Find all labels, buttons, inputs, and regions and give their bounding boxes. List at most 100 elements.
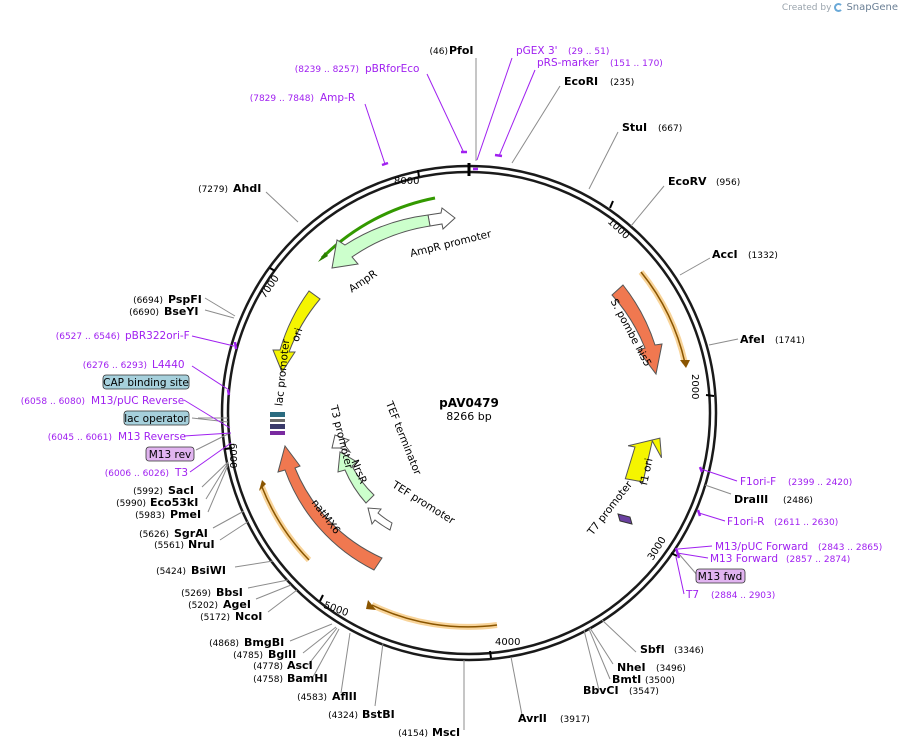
enzyme-name-bamhi: BamHI [287,672,328,685]
primer-name-prs: pRS-marker [537,57,600,69]
enzyme-line-acci [679,257,711,276]
primer-pos-prs: (151 .. 170) [610,59,663,69]
primer-pos-pgex: (29 .. 51) [568,47,609,57]
primer-name-pbr322ori: pBR322ori-F [125,330,190,342]
tick-mark-6000 [224,447,233,450]
primer-mark-ampr [381,161,389,167]
enzyme-pos-afei: (1741) [775,336,805,346]
enzyme-pos-bsiwi: (5424) [156,567,186,577]
enzyme-line-draiii [704,484,732,495]
enzyme-pos-bmti: (3500) [645,676,675,686]
tick-mark-2000 [705,394,715,397]
enzyme-line-lacop [191,417,229,423]
enzyme-name-bglii: BglII [268,648,296,661]
enzyme-line-bglii [302,626,337,654]
f1ori-feature-arrow [624,437,663,483]
primer-line-l4440 [191,365,230,391]
enzyme-line-aflii [340,632,351,694]
enzyme-pos-acci: (1332) [748,251,778,261]
feature-label-t3-promoter: T3 promoter [327,403,355,471]
snapgene-brand-text: SnapGene [846,2,898,13]
primer-pos-m13-rev: (6045 .. 6061) [48,433,112,443]
tick-mark-3000 [670,552,678,557]
created-by-text: Created by [781,2,832,13]
tick-label-6000: 6000 [227,443,238,468]
enzyme-pos-saci: (5992) [133,487,163,497]
enzyme-line-pmei [207,464,229,513]
boxed-label-m13-fwd: M13 fwd [698,571,743,583]
enzyme-line-bbvci [583,629,600,691]
enzyme-pos-pspfi: (6694) [133,296,163,306]
enzyme-line-bstbi [374,642,384,707]
tick-mark-8000 [417,169,420,178]
primer-mark-pbr322ori [233,341,238,350]
tick-mark-1000 [609,200,614,209]
enzyme-name-bsiwi: BsiWI [191,564,226,577]
enzyme-name-avrii: AvrII [518,712,547,725]
enzyme-line-avrii [510,656,523,716]
primer-mark-m13-fwd-cluster [674,547,681,559]
primer-lines [183,57,738,595]
primer-line-m13puc-rev [183,399,231,429]
primer-mark-prs [494,153,503,158]
enzyme-pos-ecori: (235) [610,78,634,88]
enzyme-pos-aflii: (4583) [297,693,327,703]
enzyme-pos-bbvci: (3547) [629,687,659,697]
primer-labels: pGEX 3' (29 .. 51) pRS-marker (151 .. 17… [21,45,883,601]
enzyme-pos-pfoi: (46) [430,47,448,57]
tef-promoter-arrow [367,507,393,531]
orf-left-arrowhead [259,480,266,491]
enzyme-name-draiii: DraIII [734,493,768,506]
lac-region-marks [270,412,285,435]
enzyme-line-pspfi [204,297,236,317]
primer-name-pbrforeco: pBRforEco [365,63,419,75]
enzyme-line-ecorv [630,185,665,227]
boxed-feature-m13-rev: M13 rev [145,446,195,462]
enzyme-line-ahdi [265,191,299,223]
enzyme-lines [191,58,739,730]
enzyme-pos-ncoi: (5172) [200,613,230,623]
enzyme-pos-pmei: (5983) [135,511,165,521]
enzyme-line-bbsi [247,579,289,589]
primer-name-f1ori-r: F1ori-R [727,516,764,528]
enzyme-line-ncoi [267,589,298,613]
feature-label-t7-promoter: T7 promoter [585,478,636,538]
enzyme-name-afei: AfeI [740,333,765,346]
feature-label-lac-promoter: lac promoter [273,338,292,407]
primer-pos-t7: (2884 .. 2903) [711,591,775,601]
enzyme-line-asci [307,627,338,666]
ampr-feature-arrow [331,214,431,269]
primer-marks [226,150,704,559]
enzyme-name-eco53ki: Eco53kI [150,496,198,509]
enzyme-name-sgrai: SgrAI [174,527,208,540]
tick-mark-7000 [269,267,276,272]
primer-name-t7: T7 [685,589,699,601]
ampr-orf-line [320,196,436,260]
boxed-feature-m13-fwd: M13 fwd [695,568,746,584]
enzyme-line-bsiwi [234,560,274,568]
primer-line-m13-fwd [676,552,709,559]
primer-mark-l4440 [226,389,231,396]
primer-pos-f1ori-r: (2611 .. 2630) [774,518,838,528]
ampr-orf-arrowhead [318,252,328,262]
enzyme-line-bamhi [312,628,340,678]
enzyme-pos-bbsi: (5269) [181,589,211,599]
enzyme-name-bmgbi: BmgBI [244,636,284,649]
orf-lower-arrowhead [366,600,376,610]
primer-line-t3 [189,442,232,473]
enzyme-line-eco53ki [205,462,229,500]
enzyme-name-ecorv: EcoRV [668,175,707,188]
primer-name-f1ori-f: F1ori-F [740,476,776,488]
enzyme-pos-sbfi: (3346) [674,646,704,656]
snapgene-logo-icon [834,3,844,12]
enzyme-name-aflii: AflII [332,690,357,703]
enzyme-pos-bmgbi: (4868) [209,639,239,649]
primer-pos-f1ori-f: (2399 .. 2420) [788,478,852,488]
enzyme-pos-avrii: (3917) [560,715,590,725]
enzyme-name-nrui: NruI [188,538,215,551]
enzyme-line-m13rev [195,433,229,451]
primer-pos-pbr322ori: (6527 .. 6546) [56,332,120,342]
enzyme-name-stui: StuI [622,121,647,134]
primer-line-prs [498,69,536,157]
tick-label-8000: 8000 [394,176,419,187]
